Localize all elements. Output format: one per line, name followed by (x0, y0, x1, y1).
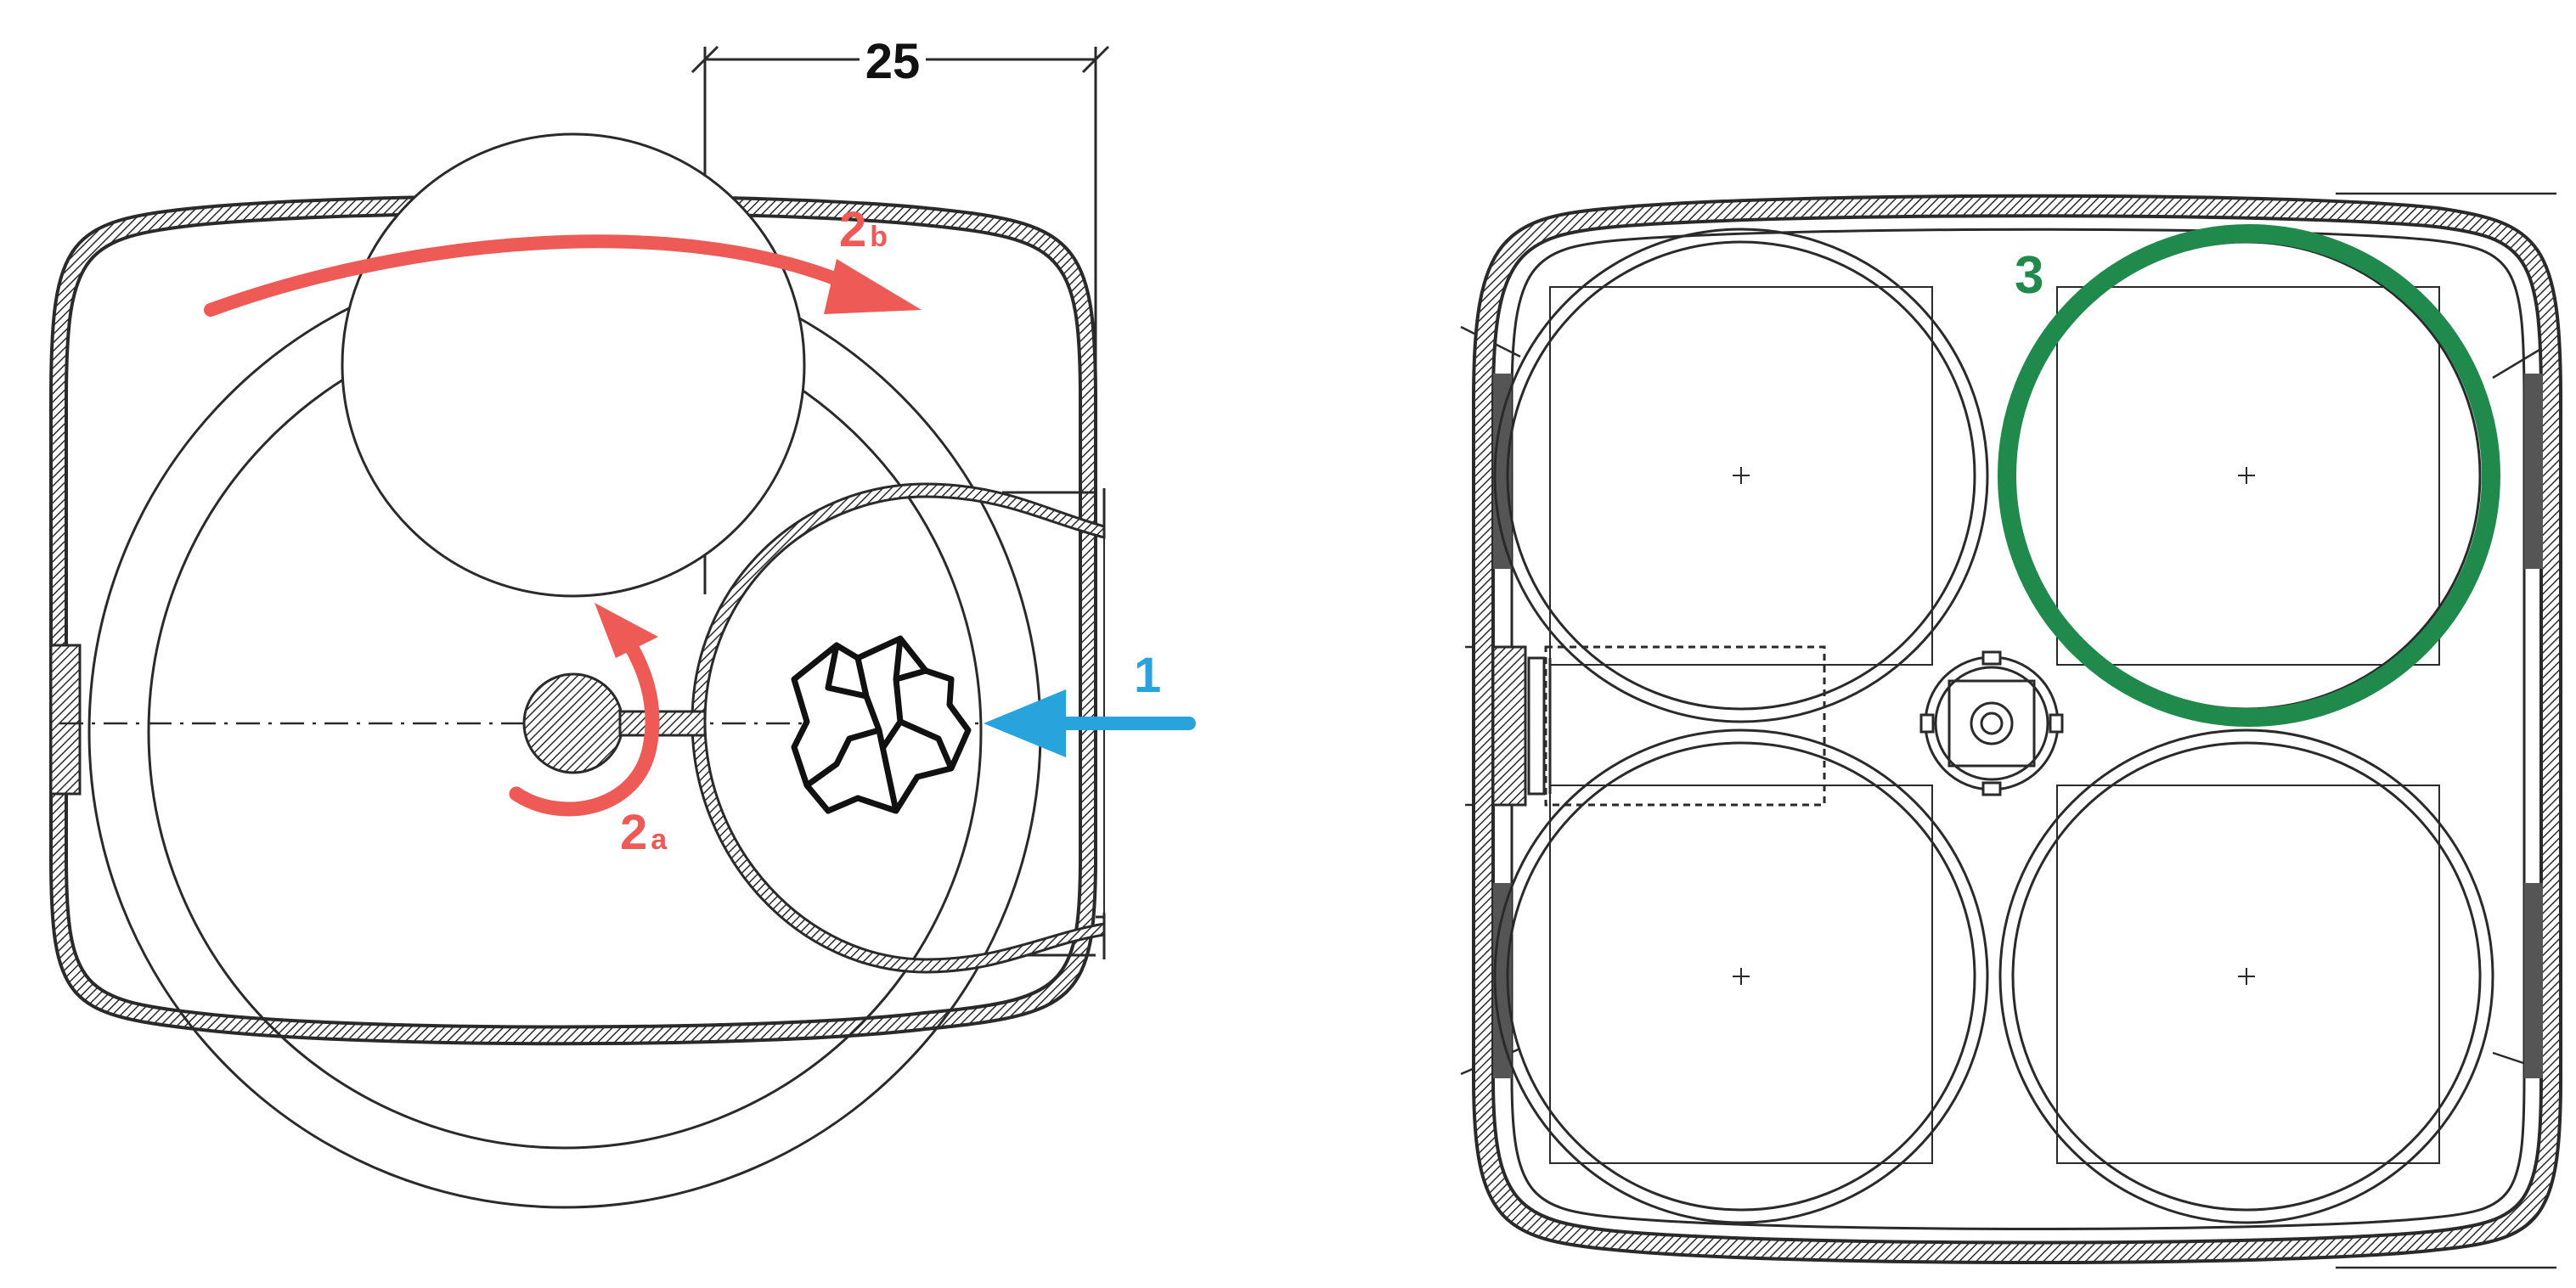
right-housing-wall (1472, 194, 2562, 1264)
right-right-bracket-bottom (2524, 883, 2543, 1078)
slot-bottom-left (1493, 728, 1989, 1224)
left-housing-wall (49, 194, 1097, 1046)
slot-bottom-right (1998, 728, 2494, 1224)
label-2b-number: 2 (839, 202, 866, 257)
label-2b-sub: b (870, 221, 888, 253)
label-insert: 1 (1134, 648, 1161, 703)
hub (522, 672, 624, 774)
dimension-value: 25 (865, 34, 921, 89)
insert-arrow-head (984, 689, 1066, 757)
rotation-arrow-2a (509, 616, 660, 817)
highlight-ring-slot-3 (1998, 224, 2500, 727)
right-right-bracket-top (2524, 374, 2543, 569)
crumpled-paper-icon (791, 635, 972, 814)
label-2a-sub: a (651, 824, 668, 856)
hub-arm (618, 710, 707, 737)
label-2a-number: 2 (620, 805, 647, 860)
left-side-latch (49, 644, 82, 796)
rotation-arrow-2b-head (824, 259, 922, 314)
right-side-latch (1491, 645, 1826, 807)
slot-top-left (1493, 228, 1989, 723)
inlet-chamber-wall (691, 482, 1106, 974)
rotation-arrow-2b (204, 234, 856, 317)
rotation-arrow-2a-head (595, 603, 658, 658)
right-view: 3 (1460, 192, 2562, 1269)
center-hub (1919, 650, 2064, 796)
label-slot-3: 3 (2015, 246, 2043, 305)
upper-compartment (341, 132, 806, 598)
